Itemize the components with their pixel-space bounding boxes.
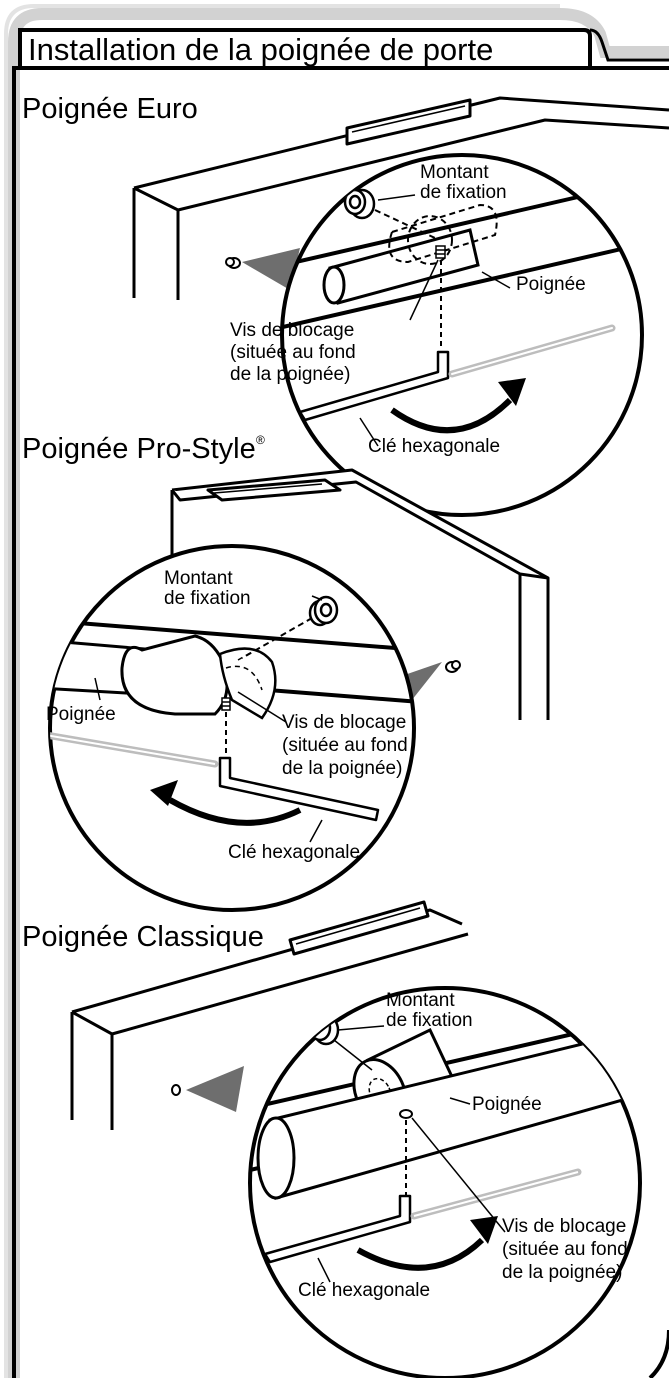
classique-door xyxy=(70,900,469,1130)
prostyle-door xyxy=(170,468,550,720)
prostyle-section-title: Poignée Pro-Style xyxy=(22,433,256,465)
prostyle-screw-label: Vis de blocage xyxy=(282,712,406,733)
euro-hex-key xyxy=(298,324,616,422)
prostyle-post-label-2: de fixation xyxy=(164,588,251,609)
prostyle-key-label: Clé hexagonale xyxy=(228,842,360,863)
euro-handle-label: Poignée xyxy=(516,274,586,295)
classique-handle xyxy=(256,1028,640,1200)
prostyle-handle xyxy=(50,634,229,716)
classique-section: Poignée Classique xyxy=(22,900,642,1378)
classique-set-screw-icon xyxy=(399,1109,413,1119)
prostyle-set-screw-icon xyxy=(221,697,231,711)
prostyle-registered-mark: ® xyxy=(256,433,265,447)
euro-screw-label-3: de la poignée) xyxy=(230,364,350,385)
classique-screw-label-2: (située au fond xyxy=(502,1239,628,1260)
classique-hex-key xyxy=(263,1168,582,1264)
euro-callout-pointer xyxy=(242,248,300,290)
classique-section-title: Poignée Classique xyxy=(22,921,264,953)
classique-magnifier-content xyxy=(250,1010,640,1283)
euro-section-title: Poignée Euro xyxy=(22,93,198,125)
classique-key-label: Clé hexagonale xyxy=(298,1280,430,1301)
classique-door-screw-icon xyxy=(171,1084,181,1096)
classique-screw-label: Vis de blocage xyxy=(502,1216,626,1237)
euro-screw-label-2: (située au fond xyxy=(230,342,356,363)
classique-post-label-2: de fixation xyxy=(386,1010,473,1031)
page-title: Installation de la poignée de porte xyxy=(28,32,493,67)
euro-key-label: Clé hexagonale xyxy=(368,436,500,457)
prostyle-mounting-post-icon xyxy=(308,595,339,627)
prostyle-hex-key xyxy=(50,730,380,822)
prostyle-section: Poignée Pro-Style ® xyxy=(22,433,550,912)
classique-callout-pointer xyxy=(186,1066,244,1112)
classique-screw-label-3: de la poignée) xyxy=(502,1262,622,1283)
prostyle-handle-label: Poignée xyxy=(46,704,116,725)
classique-post-label: Montant xyxy=(386,990,455,1011)
prostyle-bracket xyxy=(218,647,277,720)
classique-rotation-arrow xyxy=(356,1216,498,1271)
prostyle-rotation-arrow xyxy=(150,780,302,826)
euro-post-label: Montant xyxy=(420,162,489,183)
prostyle-magnifier-content xyxy=(50,595,414,843)
euro-screw-label: Vis de blocage xyxy=(230,320,354,341)
prostyle-screw-label-2: (située au fond xyxy=(282,735,408,756)
euro-post-label-2: de fixation xyxy=(420,182,507,203)
euro-door-screw-icon xyxy=(225,257,241,269)
euro-bracket xyxy=(388,203,498,265)
classique-handle-label: Poignée xyxy=(472,1094,542,1115)
euro-mounting-post-icon xyxy=(343,188,376,220)
euro-rotation-arrow xyxy=(390,378,526,434)
prostyle-post-label: Montant xyxy=(164,568,233,589)
euro-section: Poignée Euro xyxy=(22,93,669,517)
prostyle-screw-label-3: de la poignée) xyxy=(282,758,402,779)
prostyle-door-screw-icon xyxy=(445,660,461,673)
euro-set-screw-icon xyxy=(435,245,446,259)
prostyle-magnifier xyxy=(48,544,416,912)
